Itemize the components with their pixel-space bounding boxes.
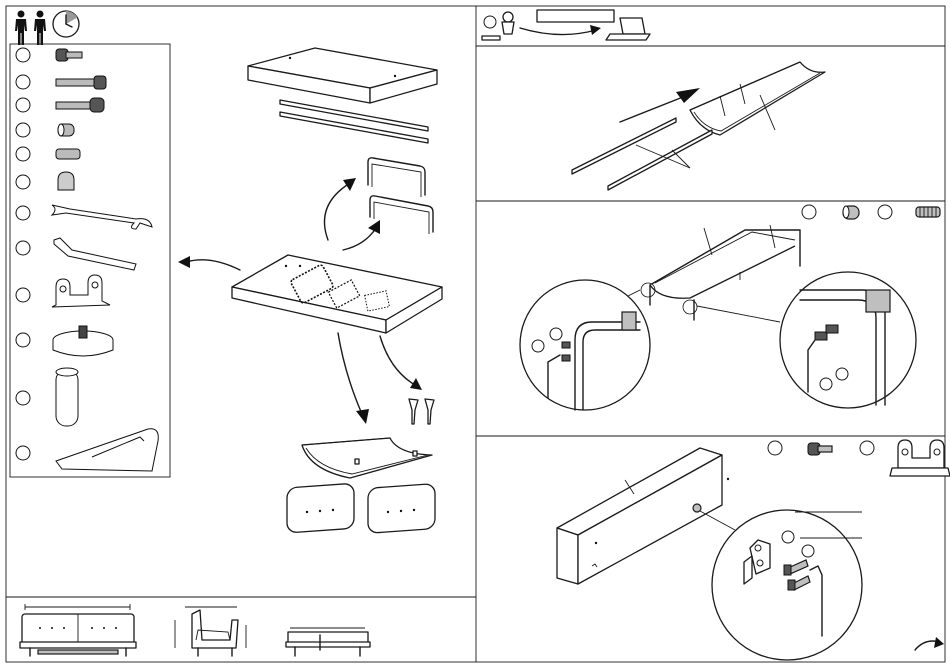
parts-list-item	[16, 48, 82, 62]
glide-foot-icon	[53, 326, 113, 356]
parts-list-item	[16, 123, 74, 137]
part-number-circle	[16, 241, 30, 255]
shoulder-bolt-icon	[56, 98, 104, 112]
part-number-circle	[16, 98, 30, 112]
set-screw-icon	[916, 207, 940, 217]
allen-key-icon	[54, 238, 136, 270]
parts-list	[16, 48, 158, 471]
part-number-circle	[16, 175, 30, 189]
long-bolt-icon	[56, 76, 106, 89]
part-number-circle	[16, 391, 30, 405]
wedge-icon	[56, 429, 158, 471]
parts-list-item	[16, 429, 158, 471]
part-number-circle	[16, 288, 30, 302]
parts-list-item	[16, 205, 152, 229]
hinge-bracket-icon	[52, 275, 110, 307]
cushion-part	[287, 483, 435, 533]
side-view	[175, 607, 246, 656]
short-bolt-icon	[808, 443, 832, 455]
parts-list-item	[16, 275, 110, 307]
barrel-nut-icon	[58, 124, 74, 136]
end-view	[286, 628, 370, 656]
part-number-circle	[16, 147, 30, 161]
exploded-view	[178, 48, 442, 533]
barrel-nut-icon	[843, 206, 859, 219]
base-panel-part	[232, 255, 442, 333]
spacer-tube-icon	[56, 368, 78, 426]
part-number-circle	[16, 123, 30, 137]
parts-list-item	[16, 172, 74, 190]
front-view	[20, 604, 136, 656]
cap-nut-icon	[58, 172, 74, 190]
hinge-bracket-icon	[890, 440, 950, 476]
part-number-circle	[16, 48, 30, 62]
parts-list-item	[16, 368, 78, 426]
wrench-icon	[52, 205, 152, 229]
foot-part	[409, 399, 434, 424]
computer-help-icon	[482, 10, 650, 40]
rail-part	[280, 100, 428, 143]
part-number-circle	[16, 333, 30, 347]
login-box	[537, 10, 614, 22]
board-part	[248, 48, 437, 103]
page-turn-arrow-icon[interactable]	[915, 637, 944, 650]
two-person-icon	[15, 11, 46, 46]
parts-list-item	[16, 238, 136, 270]
step-3	[557, 440, 950, 660]
clock-icon	[53, 11, 79, 37]
step-1	[572, 62, 825, 190]
parts-list-item	[16, 98, 104, 112]
parts-list-item	[16, 147, 80, 161]
detail-circle-bracket	[712, 510, 862, 660]
parts-list-item	[16, 326, 113, 356]
parts-list-item	[16, 75, 106, 89]
part-number-circle	[16, 446, 30, 460]
step-2	[520, 205, 940, 410]
detail-circle-right	[780, 272, 916, 408]
part-number-circle	[16, 206, 30, 220]
short-bolt-icon	[56, 49, 82, 61]
set-screw-icon	[56, 149, 80, 159]
detail-circle-left	[520, 280, 650, 410]
part-number-circle	[16, 75, 30, 89]
tray-part	[302, 438, 432, 478]
